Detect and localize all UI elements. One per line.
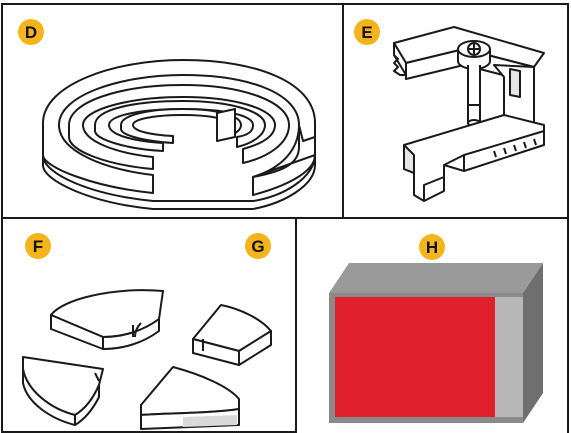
clamp-illustration xyxy=(393,26,545,202)
label-badge-g: G xyxy=(245,233,271,259)
label-badge-f: F xyxy=(25,233,51,259)
foam-block-illustration xyxy=(329,263,543,423)
panel-h: H xyxy=(295,217,569,433)
spiral-gasket-illustration xyxy=(42,59,316,210)
label-badge-e: E xyxy=(354,19,380,45)
panel-f-g: F G xyxy=(1,217,297,433)
panel-e: E xyxy=(342,3,569,219)
wedge-pads-illustration xyxy=(22,289,272,430)
panel-d: D xyxy=(1,3,344,219)
label-badge-d: D xyxy=(18,19,44,45)
label-badge-h: H xyxy=(419,234,445,260)
